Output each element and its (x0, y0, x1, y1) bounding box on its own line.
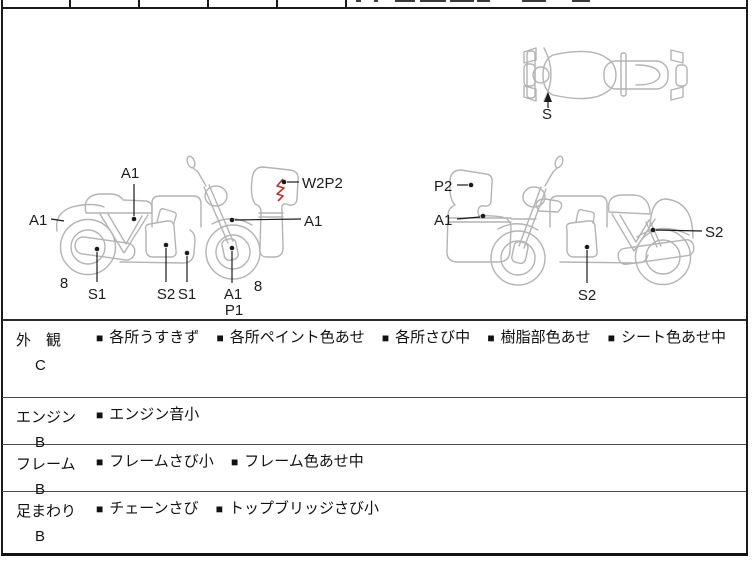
row-divider (2, 397, 746, 398)
list-item: ■ 樹脂部色あせ (487, 329, 590, 346)
damage-mark (276, 178, 285, 202)
list-item: ■ フレームさび小 (96, 453, 214, 470)
clipped-text-remnant (374, 0, 378, 2)
grade: B (35, 434, 46, 451)
row-divider (2, 444, 746, 445)
label-s1-rear: S1 (88, 286, 106, 303)
grade: B (35, 528, 46, 545)
clipped-text-remnant (572, 0, 590, 2)
motorcycle-right-side-view (446, 155, 695, 286)
row-engine: エンジン B ■ エンジン音小 (2, 398, 746, 451)
square-bullet-icon: ■ (230, 455, 239, 469)
label-eight-left: 8 (60, 275, 68, 292)
diagram-bottom-border (2, 319, 746, 321)
sheet-border-right (746, 0, 748, 556)
motorcycle-top-view (523, 47, 688, 102)
arrow-up-icon (544, 92, 552, 102)
category-label: フレーム (16, 456, 76, 473)
diagram-labels: S A1 A1 W2P2 A1 8 S1 S2 S1 A1 P1 8 P2 A1… (29, 106, 723, 319)
header-cell-divider (138, 0, 140, 8)
square-bullet-icon: ■ (96, 331, 104, 345)
square-bullet-icon: ■ (215, 502, 223, 516)
label-a1-front: A1 (304, 213, 322, 230)
label-eight-right: 8 (254, 278, 262, 295)
item-text: フレームさび小 (109, 453, 214, 470)
motorcycle-left-side-view (55, 155, 299, 280)
grade: C (35, 357, 46, 374)
item-list: ■ フレームさび小 ■ フレーム色あせ中 (96, 445, 746, 471)
list-item: ■ フレーム色あせ中 (231, 453, 364, 470)
header-cell-divider (345, 0, 347, 8)
list-item: ■ エンジン音小 (96, 406, 199, 423)
square-bullet-icon: ■ (487, 331, 495, 345)
category-label: エンジン (16, 409, 77, 426)
clipped-text-remnant (522, 0, 546, 2)
item-text: 各所うすきず (109, 329, 200, 346)
header-row-border (1, 7, 748, 9)
label-s1-mid: S1 (178, 286, 196, 303)
label-s2-engine: S2 (578, 287, 596, 304)
header-cell-divider (276, 0, 278, 8)
category-label: 足まわり (16, 503, 77, 520)
item-list: ■ 各所うすきず ■ 各所ペイント色あせ ■ 各所さび中 ■ 樹脂部色あせ ■ シート色あ… (96, 321, 746, 347)
row-divider (2, 491, 746, 492)
square-bullet-icon: ■ (96, 408, 104, 422)
label-s2-shock: S2 (705, 224, 723, 241)
item-text: 各所ペイント色あせ (229, 329, 365, 346)
list-item: ■ 各所ペイント色あせ (216, 329, 364, 346)
row-exterior: 外 観 C ■ 各所うすきず ■ 各所ペイント色あせ ■ 各所さび中 ■ 樹脂部色あせ … (2, 321, 746, 397)
item-text: フレーム色あせ中 (244, 453, 364, 470)
pointer-lines (50, 92, 703, 283)
label-top-view-s: S (542, 106, 552, 123)
item-text: チェーンさび (109, 500, 199, 517)
list-item: ■ 各所さび中 (382, 329, 470, 346)
label-p1-fork: P1 (225, 302, 243, 319)
clipped-text-remnant (420, 0, 446, 2)
grade: B (35, 481, 46, 498)
header-cell-divider (207, 0, 209, 8)
label-a1-cowl: A1 (434, 212, 452, 229)
square-bullet-icon: ■ (216, 331, 224, 345)
label-a1-fork: A1 (224, 286, 242, 303)
item-text: エンジン音小 (109, 406, 200, 423)
label-s2-mid: S2 (157, 286, 175, 303)
sheet-border-bottom (1, 553, 748, 556)
row-frame: フレーム B ■ フレームさび小 ■ フレーム色あせ中 (2, 445, 746, 498)
clipped-text-remnant (477, 0, 490, 2)
list-item: ■ シート色あせ中 (608, 329, 726, 346)
label-w2p2: W2P2 (302, 175, 343, 192)
item-text: 樹脂部色あせ (500, 329, 591, 346)
list-item: ■ 各所うすきず (96, 329, 199, 346)
list-item: ■ チェーンさび (96, 500, 199, 517)
label-p2: P2 (434, 178, 452, 195)
clipped-text-remnant (450, 0, 474, 2)
item-list: ■ チェーンさび ■ トップブリッジさび小 (96, 492, 746, 518)
clipped-text-remnant (356, 0, 361, 2)
item-list: ■ エンジン音小 (96, 398, 746, 424)
item-text: シート色あせ中 (621, 329, 727, 346)
header-cell-divider (69, 0, 71, 8)
square-bullet-icon: ■ (607, 331, 615, 345)
row-undercarriage: 足まわり B ■ チェーンさび ■ トップブリッジさび小 (2, 492, 746, 553)
square-bullet-icon: ■ (96, 502, 104, 516)
sheet-border-left (1, 0, 3, 556)
category-label: 外 観 (16, 332, 62, 349)
label-a1-top: A1 (121, 165, 139, 182)
square-bullet-icon: ■ (381, 331, 390, 345)
item-text: 各所さび中 (395, 329, 471, 346)
square-bullet-icon: ■ (96, 455, 104, 469)
label-a1-rear: A1 (29, 212, 47, 229)
item-text: トップブリッジさび小 (228, 500, 379, 517)
list-item: ■ トップブリッジさび小 (216, 500, 379, 517)
clipped-text-remnant (395, 0, 415, 2)
